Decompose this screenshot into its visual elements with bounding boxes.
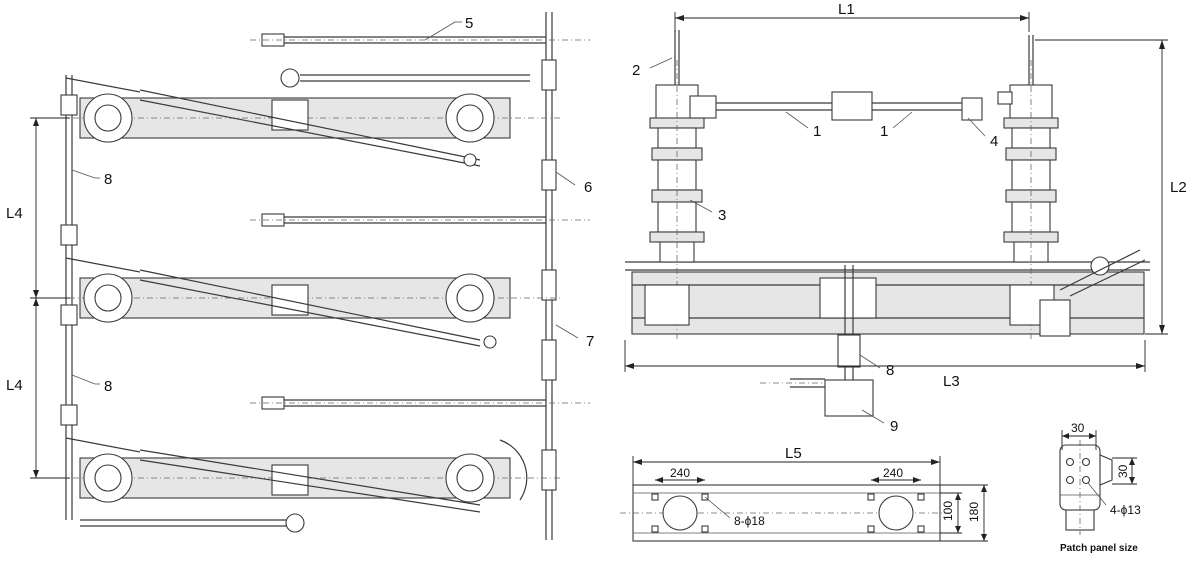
coupling-7 xyxy=(541,339,557,381)
callout-5: 5 xyxy=(465,15,473,32)
dim-240-left: 240 xyxy=(670,466,690,480)
dim-100: 100 xyxy=(941,501,955,521)
dim-l4-lower: L4 xyxy=(6,377,23,394)
coupling-6 xyxy=(541,159,557,191)
pole-bottom xyxy=(60,437,560,533)
dim-30-vertical: 30 xyxy=(1116,464,1130,478)
callout-3: 3 xyxy=(718,207,726,224)
pole-top xyxy=(60,68,560,167)
base-plate-drawing: L5 240 240 100 180 8-ϕ18 xyxy=(620,445,988,542)
dim-l2: L2 xyxy=(1170,179,1187,196)
dim-240-right: 240 xyxy=(883,466,903,480)
callout-7: 7 xyxy=(586,333,594,350)
callout-8-front: 8 xyxy=(886,362,894,379)
hole-note-base: 8-ϕ18 xyxy=(734,514,765,528)
dim-l5: L5 xyxy=(785,445,802,462)
insulator-right xyxy=(1003,35,1059,340)
callout-9: 9 xyxy=(890,418,898,435)
mechanism-9 xyxy=(824,379,874,417)
hole-note-patch: 4-ϕ13 xyxy=(1110,503,1141,517)
dim-30-horizontal: 30 xyxy=(1071,421,1085,435)
contact-housing xyxy=(831,91,873,121)
callout-8-lower: 8 xyxy=(104,378,112,395)
pole-middle xyxy=(30,257,560,349)
callout-4: 4 xyxy=(990,133,998,150)
front-view: L1 L2 L3 2 1 1 4 3 8 9 xyxy=(624,1,1187,435)
callout-6: 6 xyxy=(584,179,592,196)
callout-2: 2 xyxy=(632,62,640,79)
dim-180: 180 xyxy=(967,502,981,522)
callout-1-right: 1 xyxy=(880,123,888,140)
dim-l4-upper: L4 xyxy=(6,205,23,222)
plan-view: L4 L4 5 6 7 8 8 xyxy=(6,12,594,540)
callout-1-left: 1 xyxy=(813,123,821,140)
patch-panel-caption: Patch panel size xyxy=(1060,543,1138,554)
patch-panel-drawing: 30 30 4-ϕ13 Patch panel size xyxy=(1059,421,1141,554)
dim-l1: L1 xyxy=(838,1,855,18)
dim-l3: L3 xyxy=(943,373,960,390)
callout-8-upper: 8 xyxy=(104,171,112,188)
